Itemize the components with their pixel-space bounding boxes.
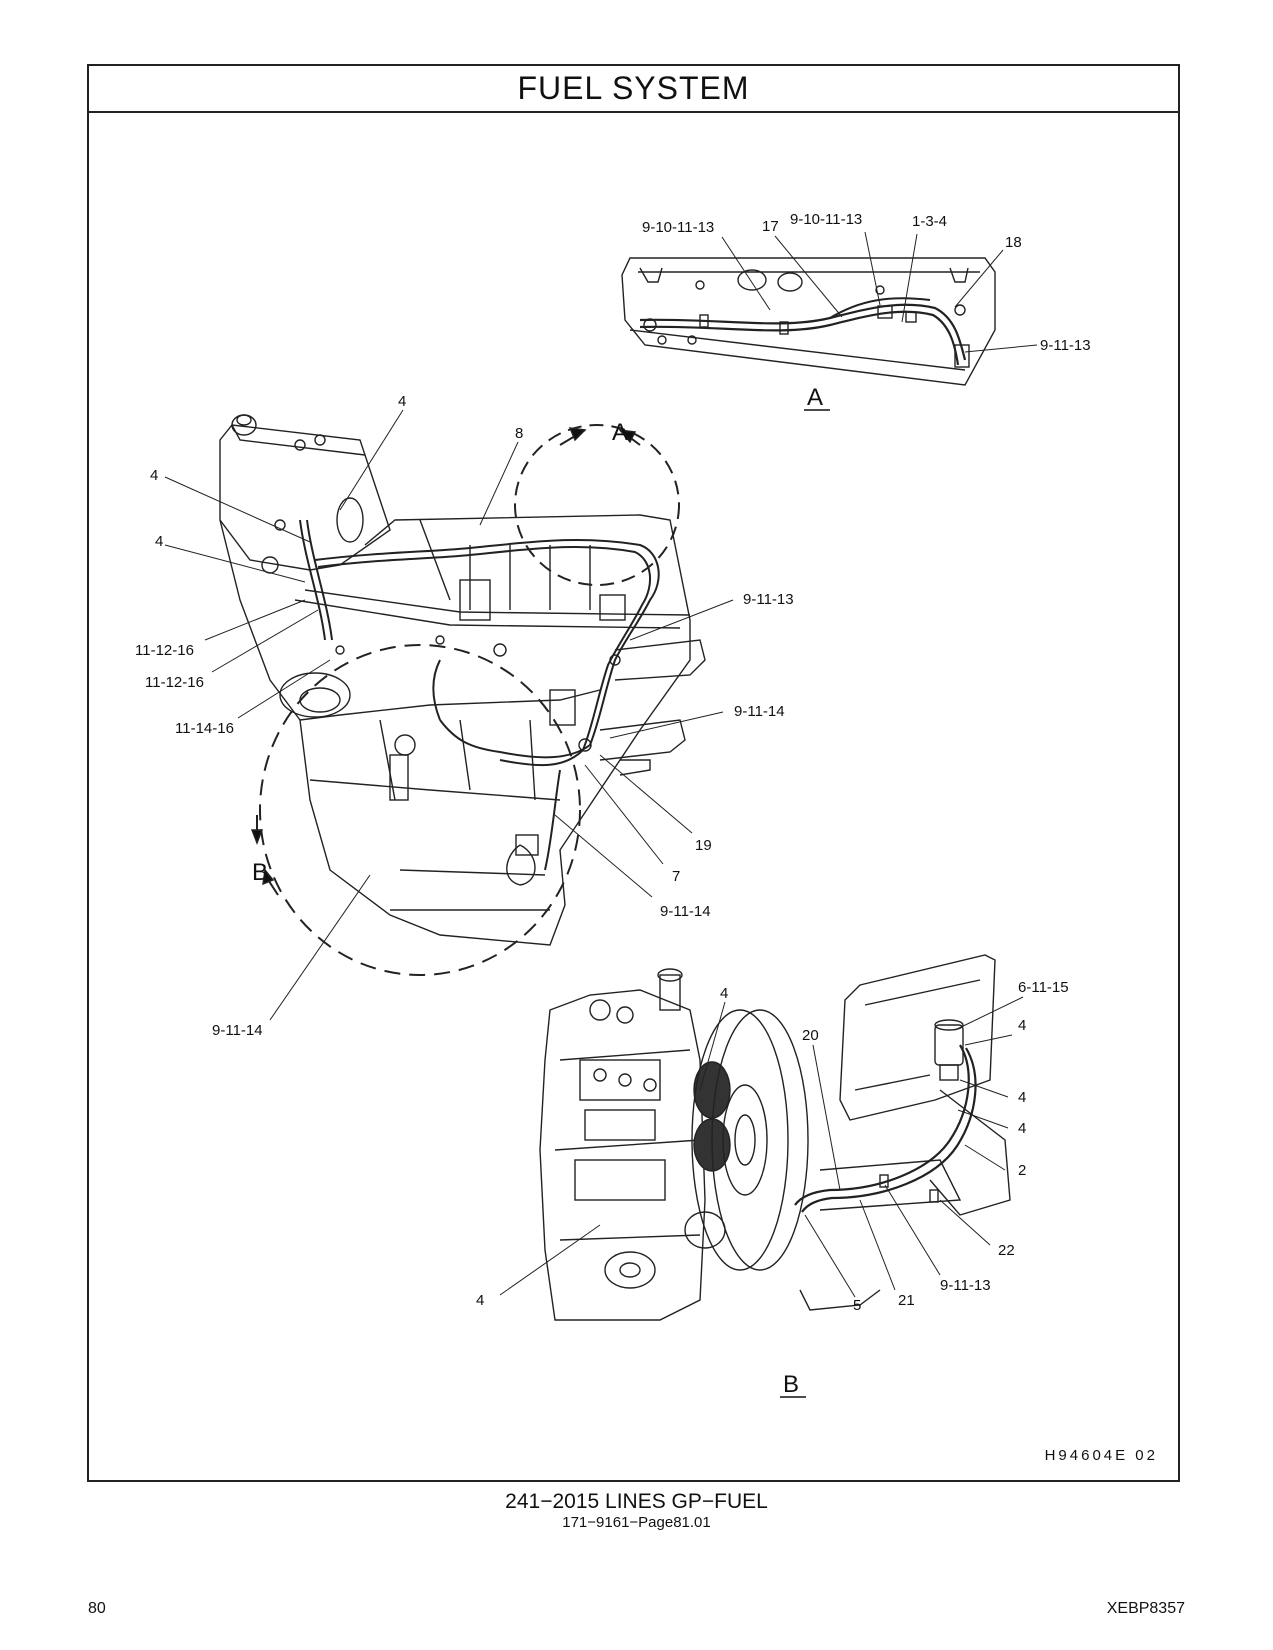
callout-m2: 8 bbox=[515, 425, 523, 442]
view-b-leaders bbox=[499, 996, 1024, 1298]
document-id: XEBP8357 bbox=[1106, 1600, 1185, 1617]
view-b-drawing bbox=[539, 954, 1011, 1321]
main-view-leaders bbox=[164, 409, 734, 1021]
callout-m8: 9-11-13 bbox=[743, 591, 794, 608]
callout-a1: 9-10-11-13 bbox=[642, 219, 714, 236]
callout-m11: 7 bbox=[672, 868, 680, 885]
callout-b2: 20 bbox=[802, 1027, 819, 1044]
main-view-drawing bbox=[219, 414, 706, 976]
diagram-frame: FUEL SYSTEM H94604E 02 bbox=[87, 64, 1180, 1482]
callout-m10: 19 bbox=[695, 837, 712, 854]
view-b-label: B bbox=[783, 1371, 799, 1398]
callout-b8: 22 bbox=[998, 1242, 1015, 1259]
callout-m4: 4 bbox=[155, 533, 163, 550]
callout-b11: 5 bbox=[853, 1297, 861, 1314]
callout-b1: 4 bbox=[720, 985, 728, 1002]
callout-a6: 9-11-13 bbox=[1040, 337, 1091, 354]
caption-group-title: 241−2015 LINES GP−FUEL bbox=[505, 1490, 768, 1513]
callout-b12: 4 bbox=[476, 1292, 484, 1309]
callout-a3: 9-10-11-13 bbox=[790, 211, 862, 228]
callout-a5: 18 bbox=[1005, 234, 1022, 251]
view-a-drawing bbox=[621, 257, 996, 386]
callout-a2: 17 bbox=[762, 218, 779, 235]
callout-b7: 2 bbox=[1018, 1162, 1026, 1179]
view-a-leaders bbox=[721, 231, 1038, 353]
callout-m13: 9-11-14 bbox=[212, 1022, 263, 1039]
illustration-code: H94604E 02 bbox=[1044, 1447, 1158, 1464]
view-a-marker: A bbox=[612, 419, 628, 446]
callout-m5: 11-12-16 bbox=[135, 642, 194, 659]
caption-part-reference: 171−9161−Page81.01 bbox=[562, 1514, 711, 1531]
callout-b10: 21 bbox=[898, 1292, 915, 1309]
callout-b4: 4 bbox=[1018, 1017, 1026, 1034]
callout-m7: 11-14-16 bbox=[175, 720, 234, 737]
callout-b9: 9-11-13 bbox=[940, 1277, 991, 1294]
callout-b6: 4 bbox=[1018, 1120, 1026, 1137]
callout-b5: 4 bbox=[1018, 1089, 1026, 1106]
page-number: 80 bbox=[88, 1600, 106, 1617]
page-title: FUEL SYSTEM bbox=[89, 66, 1178, 113]
view-b-marker: B bbox=[252, 859, 268, 886]
callout-b3: 6-11-15 bbox=[1018, 979, 1069, 996]
callout-m1: 4 bbox=[398, 393, 406, 410]
callout-a4: 1-3-4 bbox=[912, 213, 947, 230]
callout-m9: 9-11-14 bbox=[734, 703, 785, 720]
view-a-label: A bbox=[807, 384, 823, 411]
callout-m6: 11-12-16 bbox=[145, 674, 204, 691]
callout-m3: 4 bbox=[150, 467, 158, 484]
callout-m12: 9-11-14 bbox=[660, 903, 711, 920]
